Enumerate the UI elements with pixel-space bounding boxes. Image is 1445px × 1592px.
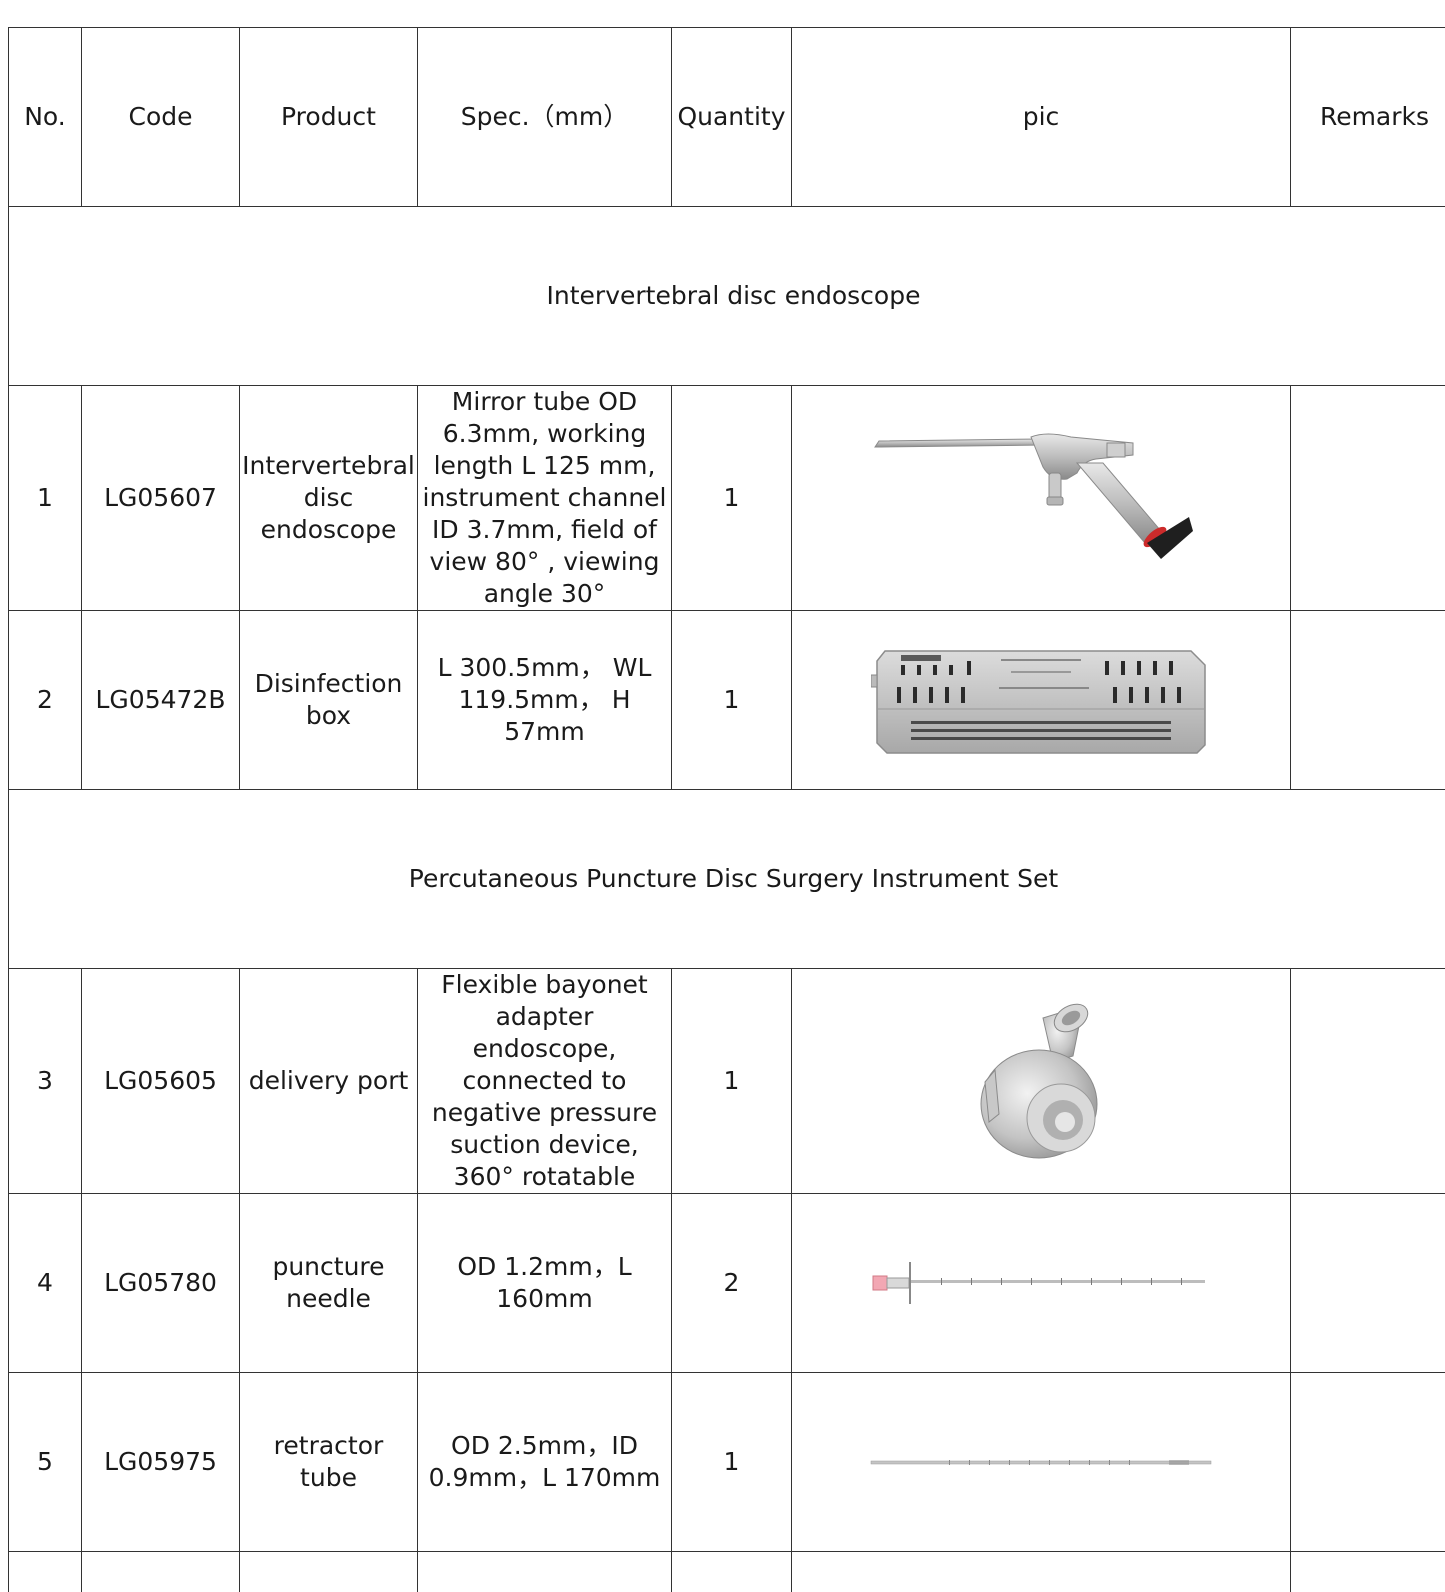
cell-no: 5	[9, 1373, 82, 1552]
cell-pic	[792, 386, 1291, 611]
cell-no: 3	[9, 969, 82, 1194]
cell-no: 4	[9, 1194, 82, 1373]
cell-product: delivery port	[240, 969, 418, 1194]
cell-spec: L 300.5mm， WL 119.5mm， H 57mm	[418, 611, 672, 790]
cell-product: Intervertebral disc endoscope	[240, 386, 418, 611]
cell-code: LG05780	[82, 1194, 240, 1373]
cell-quantity: 1	[672, 386, 792, 611]
cell-pic	[792, 1194, 1291, 1373]
section-row: Intervertebral disc endoscope	[9, 207, 1445, 386]
cell-remarks	[1291, 611, 1445, 790]
cell-pic	[792, 969, 1291, 1194]
table-row: 3 LG05605 delivery port Flexible bayonet…	[9, 969, 1445, 1194]
instrument-table: No. Code Product Spec.（mm） Quantity pic …	[8, 27, 1445, 1592]
cell-product: Disinfection box	[240, 611, 418, 790]
cell-remarks	[1291, 386, 1445, 611]
table-row: 2 LG05472B Disinfection box L 300.5mm， W…	[9, 611, 1445, 790]
table-row: 4 LG05780 puncture needle OD 1.2mm，L 160…	[9, 1194, 1445, 1373]
section-title: Intervertebral disc endoscope	[9, 207, 1445, 386]
cell-spec: Mirror tube OD 6.3mm, working length L 1…	[418, 386, 672, 611]
header-code: Code	[82, 28, 240, 207]
header-remarks: Remarks	[1291, 28, 1445, 207]
cell-remarks	[1291, 1194, 1445, 1373]
cell-spec: Flexible bayonet adapter endoscope, conn…	[418, 969, 672, 1194]
header-spec: Spec.（mm）	[418, 28, 672, 207]
disinfection-box-image	[871, 645, 1211, 755]
section-title: Percutaneous Puncture Disc Surgery Instr…	[9, 790, 1445, 969]
cell-product: retractor tube	[240, 1373, 418, 1552]
header-pic: pic	[792, 28, 1291, 207]
cell-pic	[792, 1373, 1291, 1552]
puncture-needle-image	[871, 1258, 1211, 1308]
cell-code: LG05605	[82, 969, 240, 1194]
cell-product: puncture needle	[240, 1194, 418, 1373]
cell-quantity: 1	[672, 1373, 792, 1552]
retractor-tube-image	[869, 1452, 1213, 1472]
cell-spec: OD 2.5mm，ID 0.9mm，L 170mm	[418, 1373, 672, 1552]
delivery-port-image	[961, 996, 1121, 1166]
cell-pic	[792, 611, 1291, 790]
table-row-partial	[9, 1552, 1445, 1592]
section-row: Percutaneous Puncture Disc Surgery Instr…	[9, 790, 1445, 969]
cell-code: LG05607	[82, 386, 240, 611]
table-row: 5 LG05975 retractor tube OD 2.5mm，ID 0.9…	[9, 1373, 1445, 1552]
cell-code: LG05975	[82, 1373, 240, 1552]
cell-code: LG05472B	[82, 611, 240, 790]
table-row: 1 LG05607 Intervertebral disc endoscope …	[9, 386, 1445, 611]
header-row: No. Code Product Spec.（mm） Quantity pic …	[9, 28, 1445, 207]
cell-remarks	[1291, 969, 1445, 1194]
cell-quantity: 1	[672, 611, 792, 790]
cell-spec: OD 1.2mm，L 160mm	[418, 1194, 672, 1373]
cell-no: 2	[9, 611, 82, 790]
header-product: Product	[240, 28, 418, 207]
cell-quantity: 2	[672, 1194, 792, 1373]
cell-quantity: 1	[672, 969, 792, 1194]
header-quantity: Quantity	[672, 28, 792, 207]
endoscope-image	[871, 433, 1211, 563]
cell-remarks	[1291, 1373, 1445, 1552]
cell-no: 1	[9, 386, 82, 611]
header-no: No.	[9, 28, 82, 207]
